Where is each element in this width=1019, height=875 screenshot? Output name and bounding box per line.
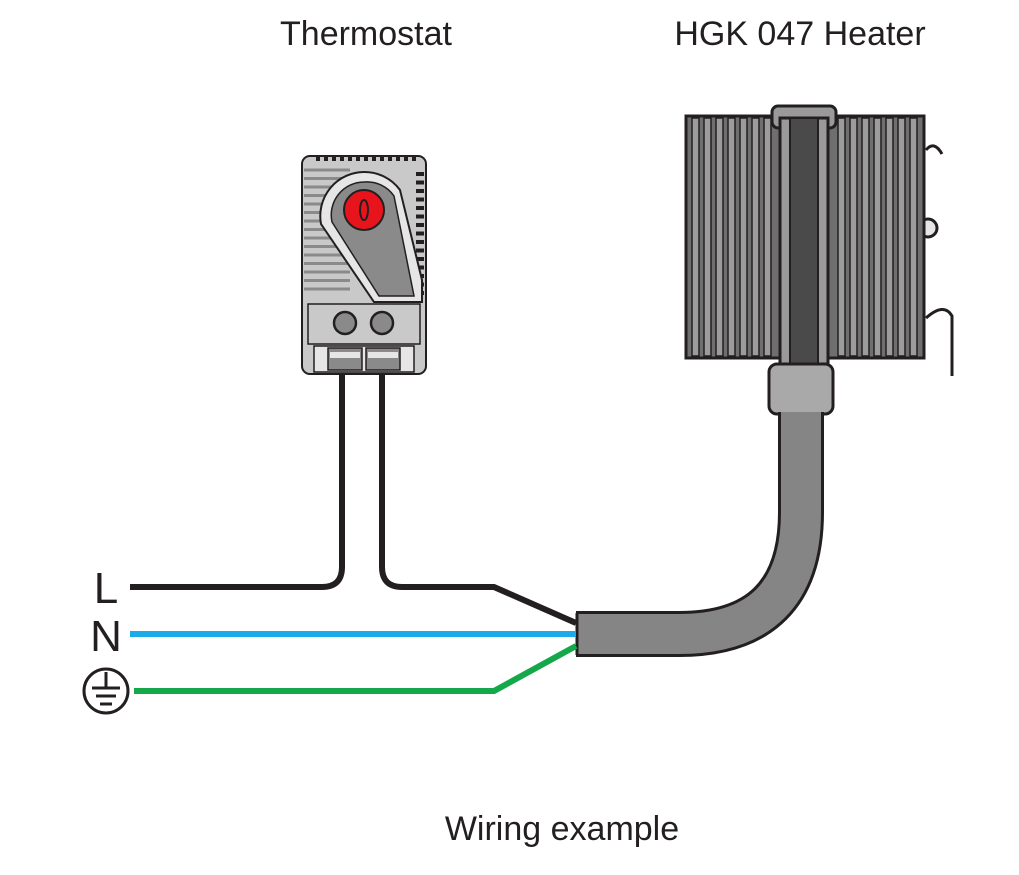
- heater-fin: [837, 117, 846, 357]
- terminal-screw-right: [369, 310, 395, 336]
- heater-fins: [691, 117, 918, 357]
- thermostat: [301, 155, 427, 375]
- heater-fin: [703, 117, 712, 357]
- terminal-clamp-right: [365, 347, 401, 371]
- heater-fin: [885, 117, 894, 357]
- ground-icon: [82, 667, 130, 715]
- heater: [684, 104, 954, 416]
- terminal-screw-left: [332, 310, 358, 336]
- heater-fin: [727, 117, 736, 357]
- heater-fin: [873, 117, 882, 357]
- heater-fin: [861, 117, 870, 357]
- caption: Wiring example: [445, 810, 679, 848]
- heater-fin: [691, 117, 700, 357]
- heater-fin: [739, 117, 748, 357]
- switched-line-wire: [379, 362, 578, 626]
- heater-title: HGK 047 Heater: [674, 15, 925, 53]
- heater-hook: [925, 308, 954, 376]
- terminal-l-label: L: [94, 564, 118, 613]
- terminal-n-label: N: [90, 612, 122, 661]
- heater-fin: [715, 117, 724, 357]
- heater-fin: [751, 117, 760, 357]
- heater-clip: [924, 144, 944, 155]
- line-wire: [130, 362, 345, 590]
- terminal-clamp-left: [327, 347, 363, 371]
- heater-fin: [897, 117, 906, 357]
- heater-cable-gland: [767, 362, 835, 416]
- heater-fin: [763, 117, 772, 357]
- wires: [130, 362, 578, 694]
- heater-fin: [849, 117, 858, 357]
- thermostat-title: Thermostat: [280, 15, 452, 53]
- heater-fin: [909, 117, 918, 357]
- earth-wire: [134, 643, 578, 694]
- heater-cable: [575, 412, 824, 657]
- thermostat-dial: [343, 189, 385, 231]
